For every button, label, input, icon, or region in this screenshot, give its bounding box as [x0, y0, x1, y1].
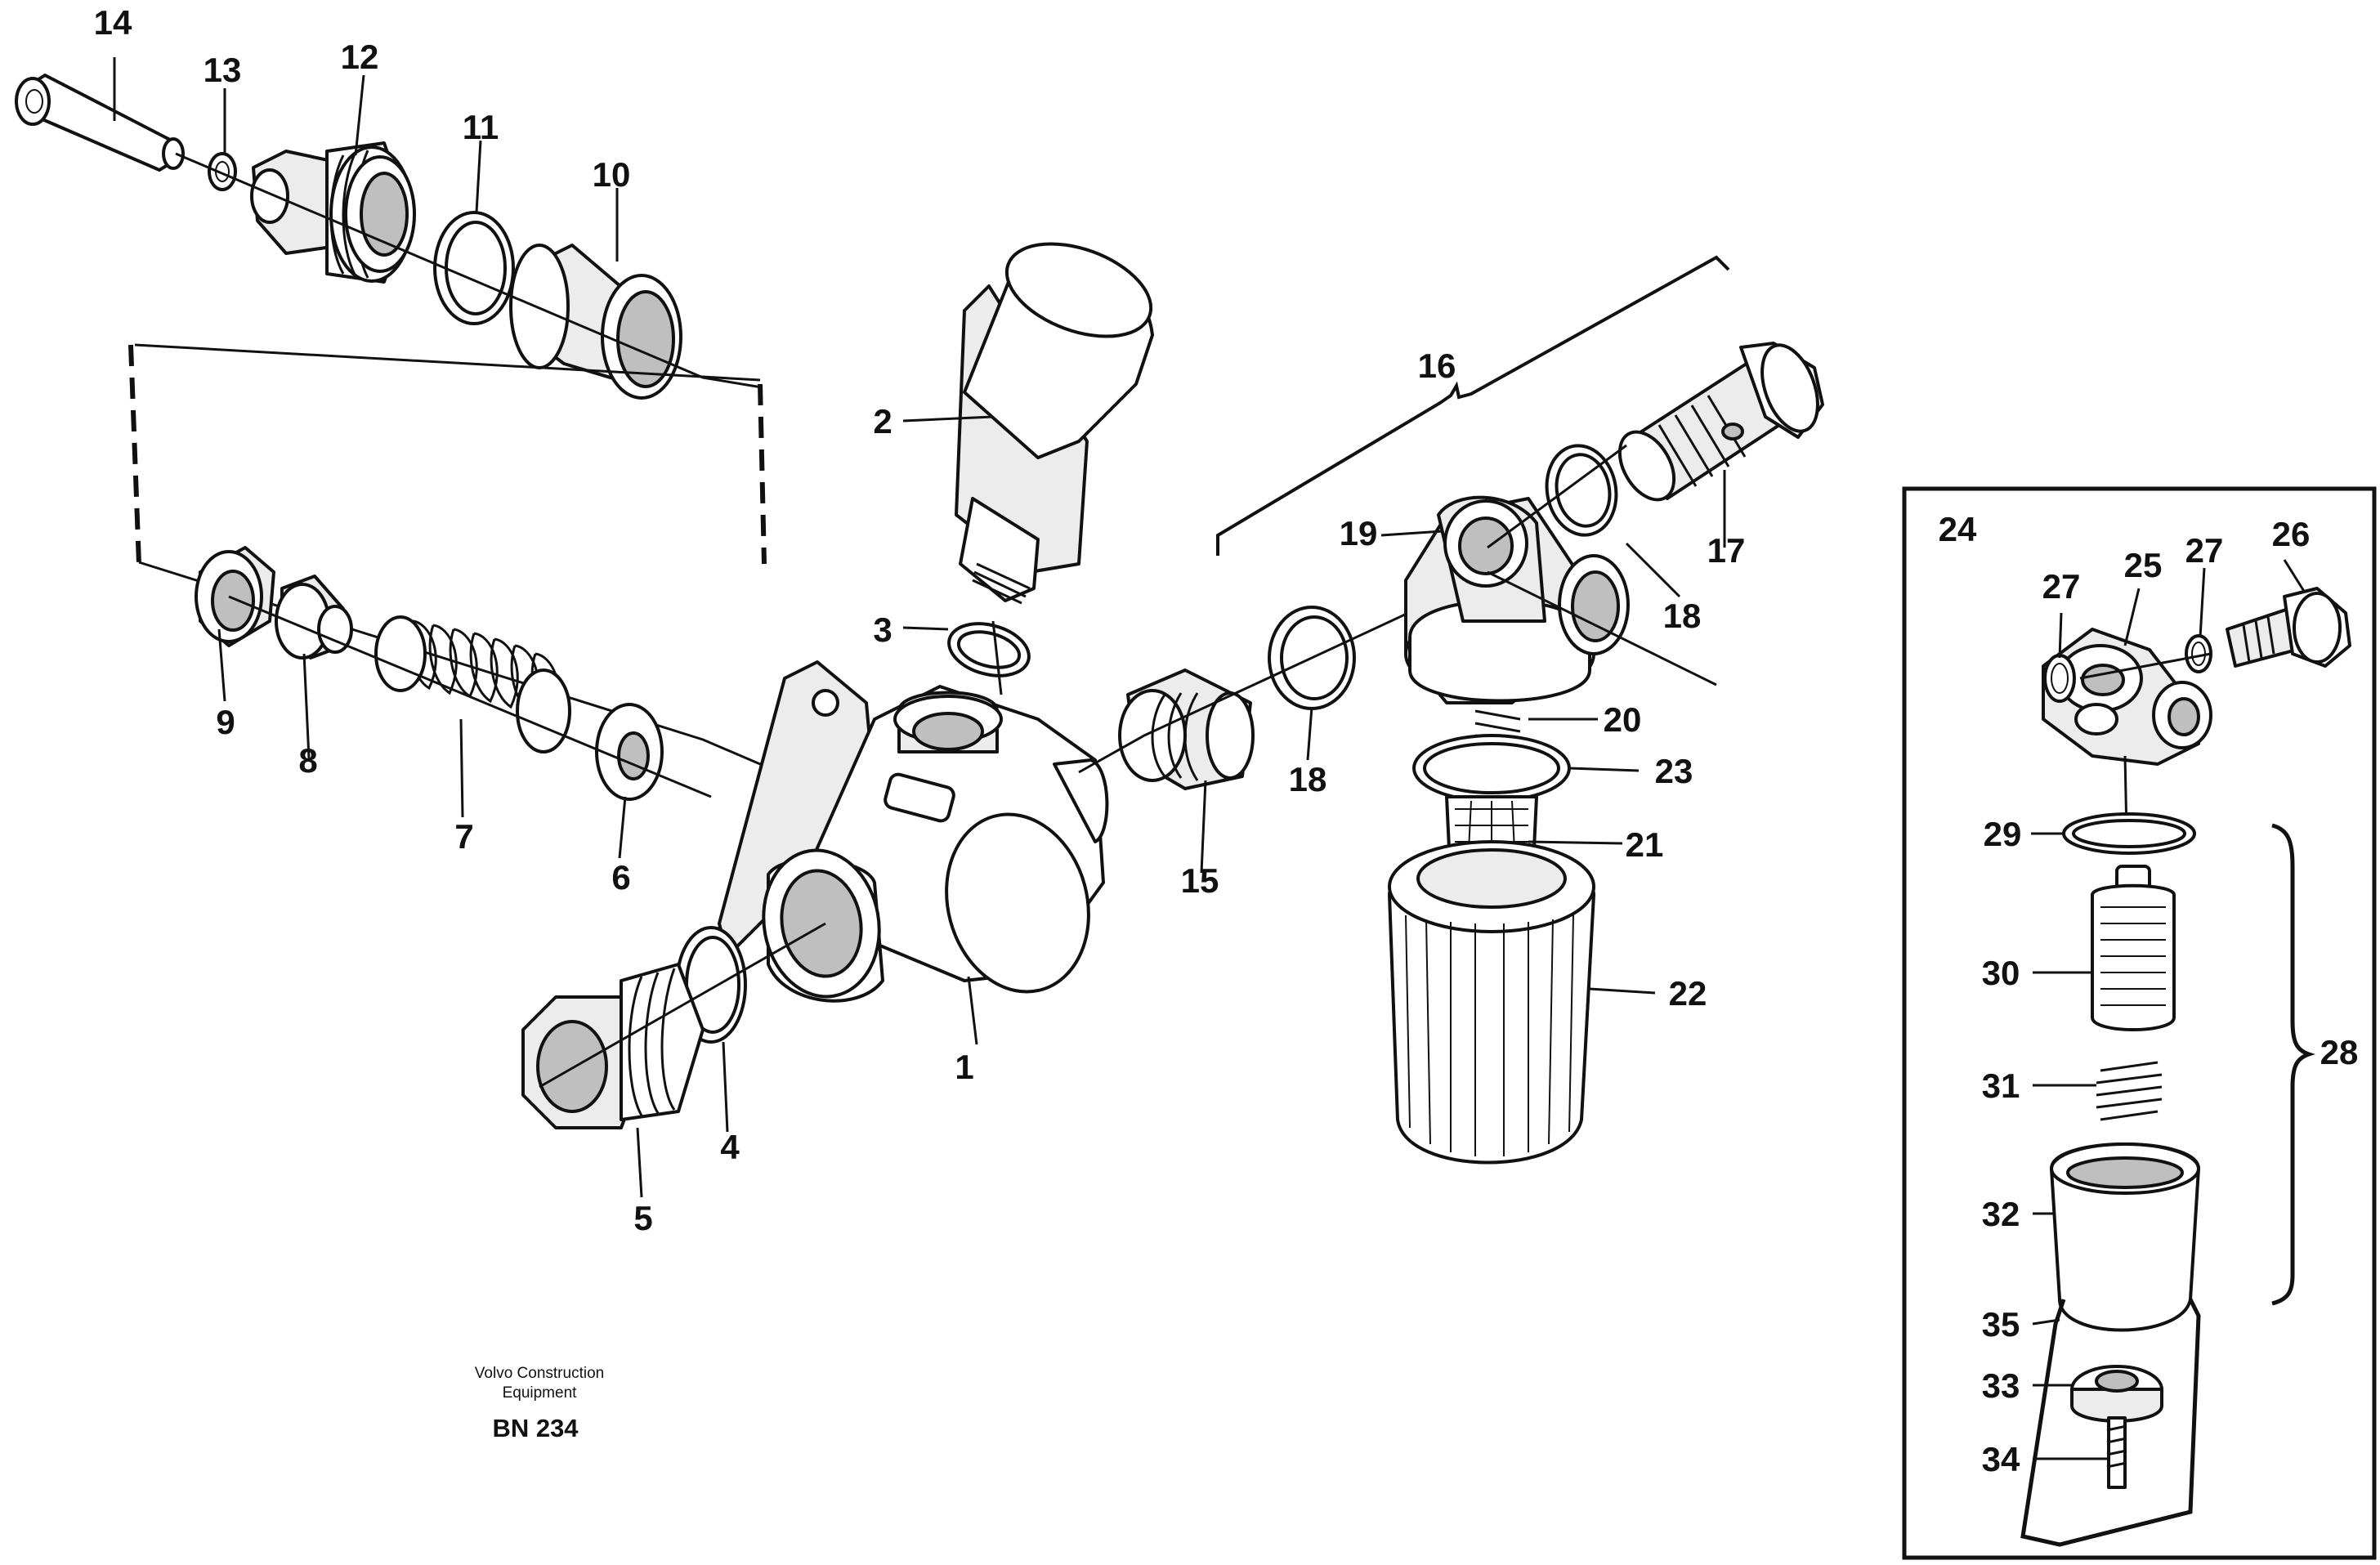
callout-13: 13	[204, 51, 242, 89]
callout-12: 12	[341, 38, 379, 76]
exploded-bracket-right	[758, 383, 767, 565]
banjo-bolt-26	[2226, 587, 2351, 668]
pump-body-1	[718, 660, 1109, 1003]
spring-31	[2096, 1061, 2163, 1121]
caption-line-1: Volvo Construction	[475, 1365, 604, 1382]
o-ring-29	[2062, 812, 2196, 855]
callout-23: 23	[1655, 752, 1693, 790]
bail-35	[2020, 1298, 2201, 1547]
callout-25: 25	[2124, 546, 2163, 584]
spring-7	[374, 615, 571, 753]
seal-18-upper	[1545, 444, 1618, 537]
callout-20: 20	[1604, 700, 1642, 739]
callout-5: 5	[633, 1199, 652, 1237]
union-12	[250, 141, 416, 284]
exploded-bracket-left	[128, 344, 141, 565]
callout-30: 30	[1982, 954, 2020, 992]
callout-34: 34	[1982, 1440, 2020, 1478]
callout-31: 31	[1982, 1066, 2020, 1105]
document-id: BN 234	[492, 1414, 579, 1442]
callout-22: 22	[1669, 974, 1707, 1013]
callout-18-upper: 18	[1663, 597, 1702, 635]
callout-29: 29	[1984, 815, 2022, 853]
hand-primer-2	[955, 242, 1154, 605]
callout-3: 3	[873, 610, 892, 649]
retainer-33	[2070, 1365, 2163, 1423]
callout-19: 19	[1340, 514, 1378, 552]
banjo-bolt-17	[1617, 342, 1824, 502]
screw-34	[2106, 1416, 2127, 1489]
callout-27-left: 27	[2042, 567, 2081, 606]
bolt-14	[15, 74, 185, 172]
callout-4: 4	[720, 1128, 740, 1166]
banjo-union-19	[1404, 495, 1630, 704]
washer-6	[595, 703, 664, 801]
banjo-union-25	[2042, 628, 2212, 766]
callout-32: 32	[1982, 1195, 2020, 1233]
callout-17: 17	[1707, 531, 1746, 570]
callout-24: 24	[1939, 510, 1977, 548]
washer-13	[208, 152, 237, 191]
callout-7: 7	[454, 817, 473, 856]
seal-27-left	[2043, 654, 2076, 703]
inset-box-24	[1902, 486, 2377, 1560]
bowl-32	[2050, 1142, 2200, 1332]
filter-insert-30	[2091, 865, 2176, 1031]
cap-9	[195, 546, 275, 647]
seal-ring-23	[1412, 734, 1571, 803]
callout-16: 16	[1418, 347, 1456, 385]
callout-6: 6	[611, 858, 630, 897]
callout-14: 14	[94, 3, 132, 42]
callout-35: 35	[1982, 1305, 2020, 1344]
callout-8: 8	[298, 741, 317, 780]
seal-ring-11	[433, 211, 515, 325]
filter-bowl-22	[1388, 840, 1595, 1165]
callout-28: 28	[2320, 1033, 2359, 1071]
valve-8	[275, 575, 353, 660]
callout-9: 9	[216, 703, 235, 741]
caption-line-2: Equipment	[503, 1384, 578, 1402]
callout-1: 1	[955, 1048, 973, 1086]
callout-2: 2	[873, 402, 892, 440]
connector-15	[1118, 668, 1255, 790]
leader-lines	[113, 57, 2306, 1460]
callout-10: 10	[593, 155, 631, 194]
o-ring-3	[947, 622, 1031, 677]
callout-26: 26	[2272, 515, 2311, 553]
callout-11: 11	[463, 108, 499, 146]
callout-18-lower: 18	[1289, 760, 1327, 798]
bracket-16	[1216, 255, 1730, 556]
callout-21: 21	[1626, 825, 1664, 864]
callout-15: 15	[1181, 861, 1219, 900]
bracket-28	[2271, 823, 2315, 1306]
callout-27-right: 27	[2185, 531, 2224, 570]
callout-33: 33	[1982, 1366, 2020, 1405]
